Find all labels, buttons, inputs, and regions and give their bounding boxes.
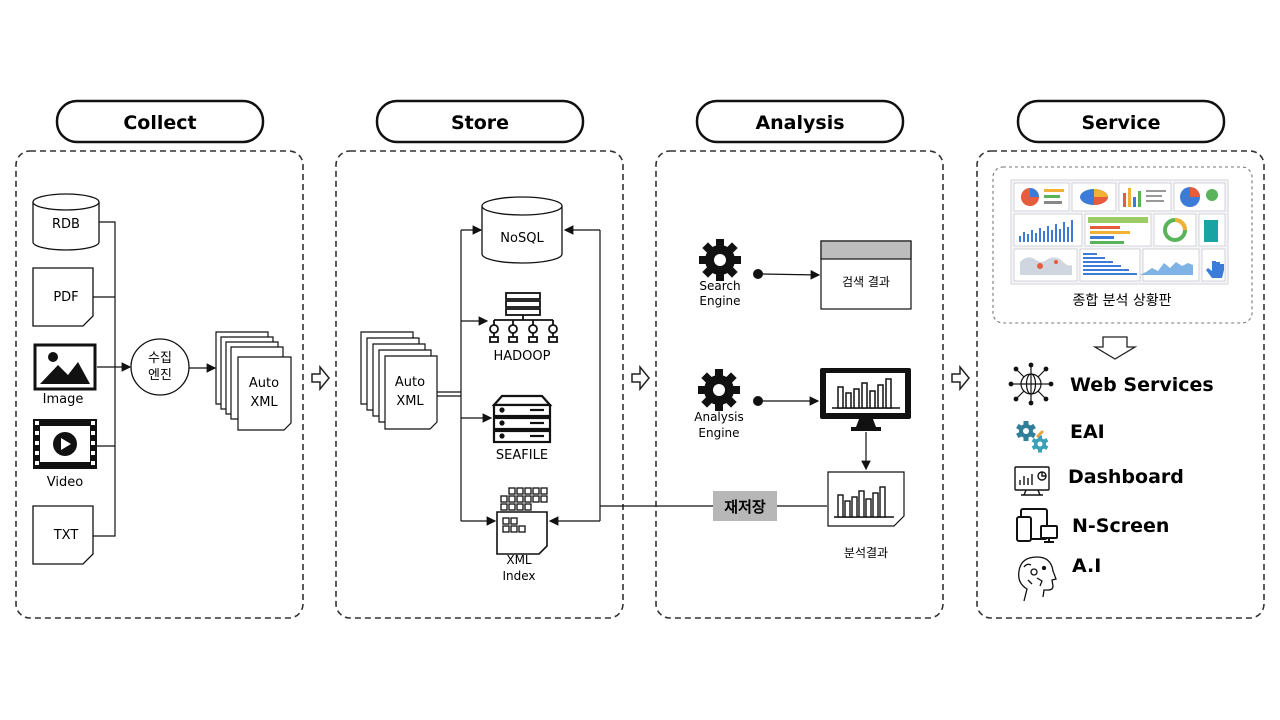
server-icon	[491, 394, 553, 444]
store-connectors	[437, 225, 497, 526]
svg-text:Store: Store	[451, 112, 509, 134]
svg-text:Analysis: Analysis	[694, 410, 743, 424]
svg-text:Analysis: Analysis	[755, 112, 844, 134]
globe-icon	[1008, 362, 1054, 406]
seafile-store: SEAFILE	[491, 394, 553, 463]
svg-text:검색 결과: 검색 결과	[842, 275, 890, 289]
gear-icon	[1016, 421, 1049, 453]
image-icon	[33, 343, 97, 391]
database-icon	[32, 193, 100, 251]
svg-text:분석결과: 분석결과	[844, 546, 888, 560]
document-icon	[32, 267, 94, 327]
svg-text:Service: Service	[1082, 112, 1161, 134]
search-engine: Search Engine	[699, 239, 741, 308]
devices-icon	[1016, 508, 1058, 543]
svg-text:Image: Image	[43, 392, 84, 407]
svg-text:Index: Index	[502, 569, 535, 583]
service-eai: EAI	[1016, 421, 1105, 453]
svg-text:종합 분석 상황판: 종합 분석 상황판	[1072, 293, 1171, 309]
store-panel	[335, 150, 624, 619]
svg-text:EAI: EAI	[1070, 421, 1105, 443]
video-source: Video	[33, 419, 97, 490]
svg-text:Web Services: Web Services	[1070, 374, 1214, 396]
document-icon	[32, 505, 94, 565]
svg-text:엔진: 엔진	[148, 368, 172, 383]
svg-text:Collect: Collect	[123, 112, 196, 134]
svg-text:Engine: Engine	[698, 426, 739, 440]
service-ai: A.I	[1018, 555, 1101, 602]
svg-text:SEAFILE: SEAFILE	[496, 448, 548, 463]
xml-index-store: XML Index	[496, 487, 548, 583]
svg-text:NoSQL: NoSQL	[500, 231, 544, 246]
stage-header-store: Store	[375, 99, 585, 144]
monitor-chart-icon	[820, 368, 911, 431]
dashboard-preview: 종합 분석 상황판	[992, 166, 1253, 324]
connector-dot	[753, 396, 763, 406]
touch-icon	[1206, 257, 1224, 278]
svg-text:A.I: A.I	[1072, 555, 1101, 577]
gear-icon	[699, 239, 741, 281]
database-icon	[481, 196, 563, 264]
service-panel	[976, 150, 1265, 619]
hierarchy-icon	[489, 292, 558, 343]
svg-text:HADOOP: HADOOP	[494, 349, 551, 364]
restore-badge: 재저장	[713, 491, 777, 521]
svg-text:재저장: 재저장	[724, 498, 766, 516]
svg-text:RDB: RDB	[52, 217, 80, 232]
flow-arrow-icon	[311, 364, 330, 392]
flow-arrow-icon	[631, 364, 650, 392]
svg-text:N-Screen: N-Screen	[1072, 515, 1169, 537]
connector-dot	[753, 269, 763, 279]
down-arrow-icon	[1092, 336, 1138, 360]
service-web-services: Web Services	[1008, 362, 1214, 406]
stage-header-service: Service	[1016, 99, 1226, 144]
analysis-result-document: 분석결과	[827, 471, 905, 560]
svg-text:XML: XML	[250, 395, 278, 410]
flow-arrow-icon	[951, 364, 970, 392]
dashboard-icon	[1014, 466, 1050, 496]
document-icon	[384, 355, 438, 430]
svg-text:Engine: Engine	[699, 294, 740, 308]
video-icon	[33, 419, 97, 469]
svg-text:수집: 수집	[148, 351, 172, 366]
restore-connectors	[548, 225, 827, 526]
auto-xml-input: Auto XML	[360, 331, 438, 430]
svg-text:XML: XML	[506, 553, 532, 567]
analysis-engine: Analysis Engine	[694, 369, 744, 440]
image-source: Image	[33, 343, 97, 407]
svg-text:Dashboard: Dashboard	[1068, 466, 1184, 488]
nosql-store: NoSQL	[481, 196, 563, 264]
collection-engine: 수집 엔진	[130, 338, 190, 396]
hadoop-store: HADOOP	[489, 292, 558, 364]
rdb-source: RDB	[32, 193, 100, 251]
analysis-panel	[655, 150, 944, 619]
pdf-source: PDF	[32, 267, 94, 327]
stage-header-analysis: Analysis	[695, 99, 905, 144]
search-result-window: 검색 결과	[820, 240, 912, 310]
ai-head-icon	[1018, 556, 1057, 602]
svg-text:XML: XML	[396, 394, 424, 409]
auto-xml-output: Auto XML	[215, 331, 292, 431]
search-to-result-arrow	[759, 270, 821, 280]
svg-text:Search: Search	[699, 279, 740, 293]
gear-icon	[698, 369, 740, 411]
document-icon	[237, 356, 292, 431]
svg-text:PDF: PDF	[53, 290, 78, 305]
stage-header-collect: Collect	[55, 99, 265, 144]
source-connectors	[93, 221, 132, 537]
grid-index-icon	[496, 487, 548, 555]
svg-text:Auto: Auto	[249, 376, 279, 391]
svg-text:TXT: TXT	[53, 528, 79, 543]
svg-text:Auto: Auto	[395, 375, 425, 390]
svg-text:Video: Video	[47, 475, 83, 490]
txt-source: TXT	[32, 505, 94, 565]
service-n-screen: N-Screen	[1016, 508, 1169, 543]
service-dashboard: Dashboard	[1014, 466, 1184, 496]
collect-panel	[15, 150, 304, 619]
